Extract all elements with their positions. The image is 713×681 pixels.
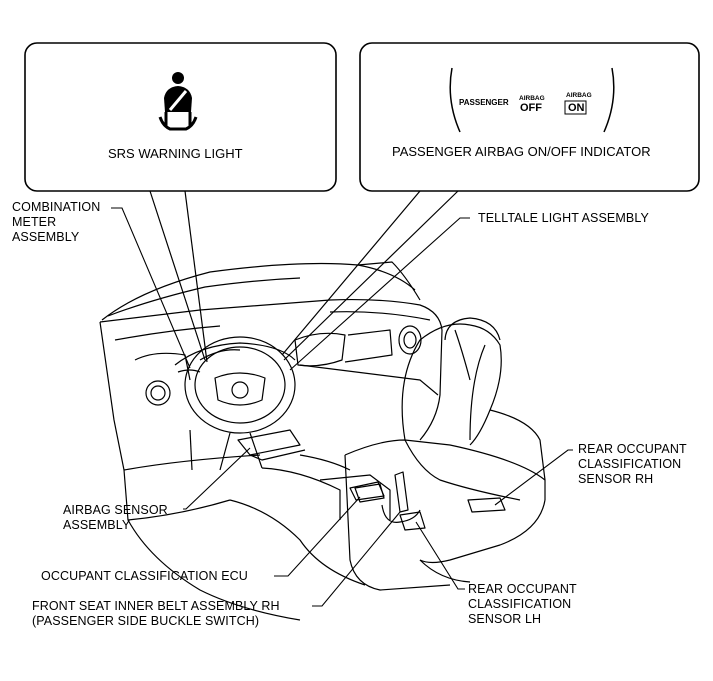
- indicator-airbag-off-top: AIRBAG: [519, 95, 545, 102]
- indicator-airbag-on-top: AIRBAG: [566, 92, 592, 99]
- indicator-off-text: OFF: [520, 102, 542, 114]
- indicator-on-text: ON: [568, 102, 585, 114]
- srs-callout-box: [24, 42, 337, 192]
- airbag-sensor-label: AIRBAG SENSOR ASSEMBLY: [63, 503, 168, 532]
- leader-lines: [111, 207, 573, 607]
- telltale-light-label: TELLTALE LIGHT ASSEMBLY: [478, 211, 649, 225]
- combination-meter-label: COMBINATION METER ASSEMBLY: [12, 200, 101, 244]
- dashboard-drawing: [99, 261, 546, 621]
- indicator-callout-box: [359, 42, 700, 192]
- indicator-panel: [449, 67, 615, 133]
- srs-warning-light-title: SRS WARNING LIGHT: [108, 146, 243, 161]
- rear-rh-sensor-label: REAR OCCUPANT CLASSIFICATION SENSOR RH: [578, 442, 687, 486]
- front-seat-belt-label: FRONT SEAT INNER BELT ASSEMBLY RH (PASSE…: [32, 599, 280, 628]
- passenger-airbag-indicator-title: PASSENGER AIRBAG ON/OFF INDICATOR: [392, 144, 651, 159]
- callout-pointer-lines: [149, 190, 459, 363]
- occupant-ecu-label: OCCUPANT CLASSIFICATION ECU: [41, 569, 248, 583]
- seatbelt-warning-icon: [158, 72, 198, 131]
- indicator-passenger-text: PASSENGER: [459, 98, 509, 107]
- rear-lh-sensor-label: REAR OCCUPANT CLASSIFICATION SENSOR LH: [468, 582, 577, 626]
